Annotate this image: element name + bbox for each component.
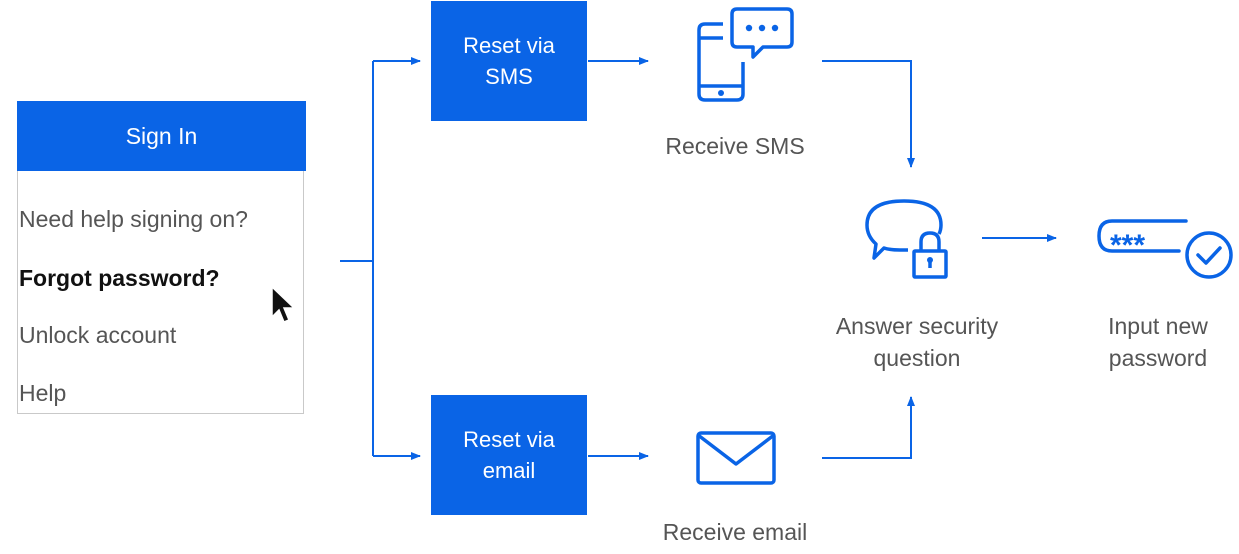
menu-item-need-help[interactable]: Need help signing on? [19, 206, 248, 232]
mouse-pointer-icon [271, 285, 296, 323]
signin-header[interactable]: Sign In [17, 101, 306, 171]
envelope-icon [696, 431, 776, 485]
menu-item-unlock-account[interactable]: Unlock account [19, 322, 177, 348]
password-field-with-check-icon: *** [1097, 219, 1233, 279]
answer-security-question-caption: Answer security question [835, 313, 999, 371]
branch-connector [340, 61, 374, 456]
reset-via-sms-label: Reset via SMS [463, 33, 555, 89]
reset-via-email-label: Reset via email [463, 427, 555, 483]
input-new-password-caption: Input new password [1108, 313, 1208, 371]
chat-bubble-with-lock-icon [865, 199, 948, 279]
receive-sms-caption: Receive SMS [665, 133, 805, 159]
arrow-email-to-security [822, 396, 915, 459]
phone-with-chat-icon [697, 7, 794, 102]
arrow-sms-to-security [822, 60, 915, 168]
reset-via-email-box: Reset via email [431, 395, 587, 515]
reset-via-sms-box: Reset via SMS [431, 1, 587, 121]
menu-item-help[interactable]: Help [19, 380, 67, 406]
receive-email-caption: Receive email [662, 519, 808, 545]
signin-panel: Sign In Need help signing on? Forgot pas… [17, 101, 306, 414]
svg-text:***: *** [1110, 229, 1145, 262]
menu-item-forgot-password[interactable]: Forgot password? [19, 265, 220, 291]
